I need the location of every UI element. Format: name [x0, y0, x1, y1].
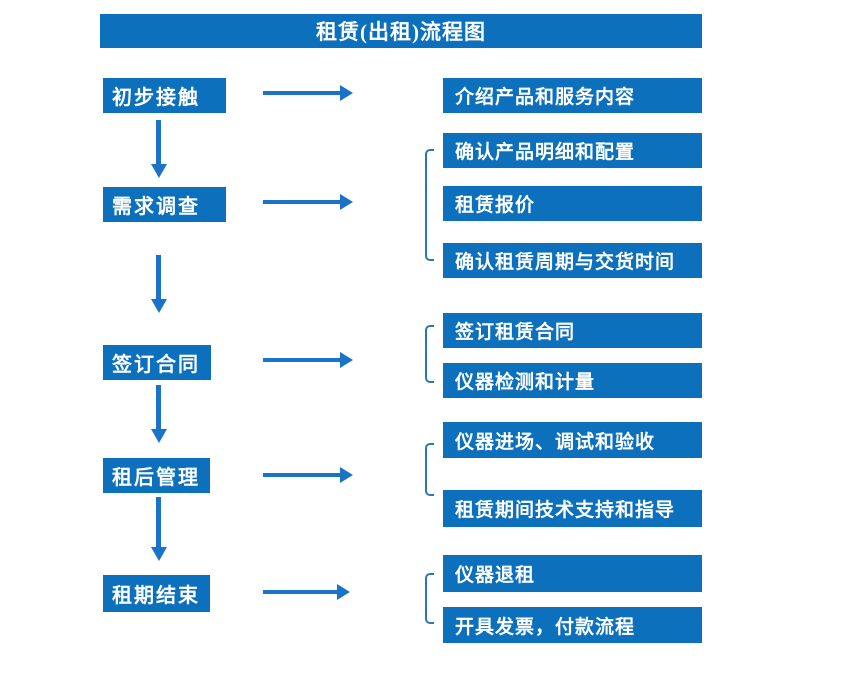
detail-box-invoice-payment: 开具发票，付款流程 [443, 607, 702, 643]
down-arrow-3 [151, 385, 167, 443]
detail-box-sign-rental-contract: 签订租赁合同 [443, 313, 702, 348]
bracket-group-demand [425, 149, 434, 261]
detail-box-instrument-testing: 仪器检测和计量 [443, 363, 702, 398]
right-arrow-3 [263, 352, 353, 368]
bracket-group-contract [425, 325, 434, 383]
detail-box-tech-support: 租赁期间技术支持和指导 [443, 490, 702, 527]
detail-box-confirm-details: 确认产品明细和配置 [443, 133, 702, 168]
stage-box-post-rental-mgmt: 租后管理 [103, 458, 210, 493]
stage-box-sign-contract: 签订合同 [103, 345, 211, 380]
flowchart-title: 租赁(出租)流程图 [100, 14, 702, 48]
detail-box-rental-quote: 租赁报价 [443, 186, 702, 221]
detail-box-instrument-return: 仪器退租 [443, 555, 702, 592]
down-arrow-1 [151, 120, 167, 178]
bracket-group-mgmt [425, 443, 434, 496]
stage-box-initial-contact: 初步接触 [103, 78, 226, 113]
right-arrow-4 [263, 467, 353, 483]
stage-box-demand-survey: 需求调查 [103, 187, 226, 222]
detail-box-intro-products: 介绍产品和服务内容 [443, 78, 702, 113]
right-arrow-2 [263, 194, 353, 210]
right-arrow-5 [263, 584, 350, 600]
down-arrow-4 [151, 497, 167, 561]
down-arrow-2 [151, 255, 167, 313]
right-arrow-1 [263, 85, 353, 101]
detail-box-confirm-cycle: 确认租赁周期与交货时间 [443, 243, 702, 278]
detail-box-instrument-entry: 仪器进场、调试和验收 [443, 422, 702, 458]
stage-box-rental-end: 租期结束 [103, 575, 210, 612]
bracket-group-end [425, 573, 434, 624]
